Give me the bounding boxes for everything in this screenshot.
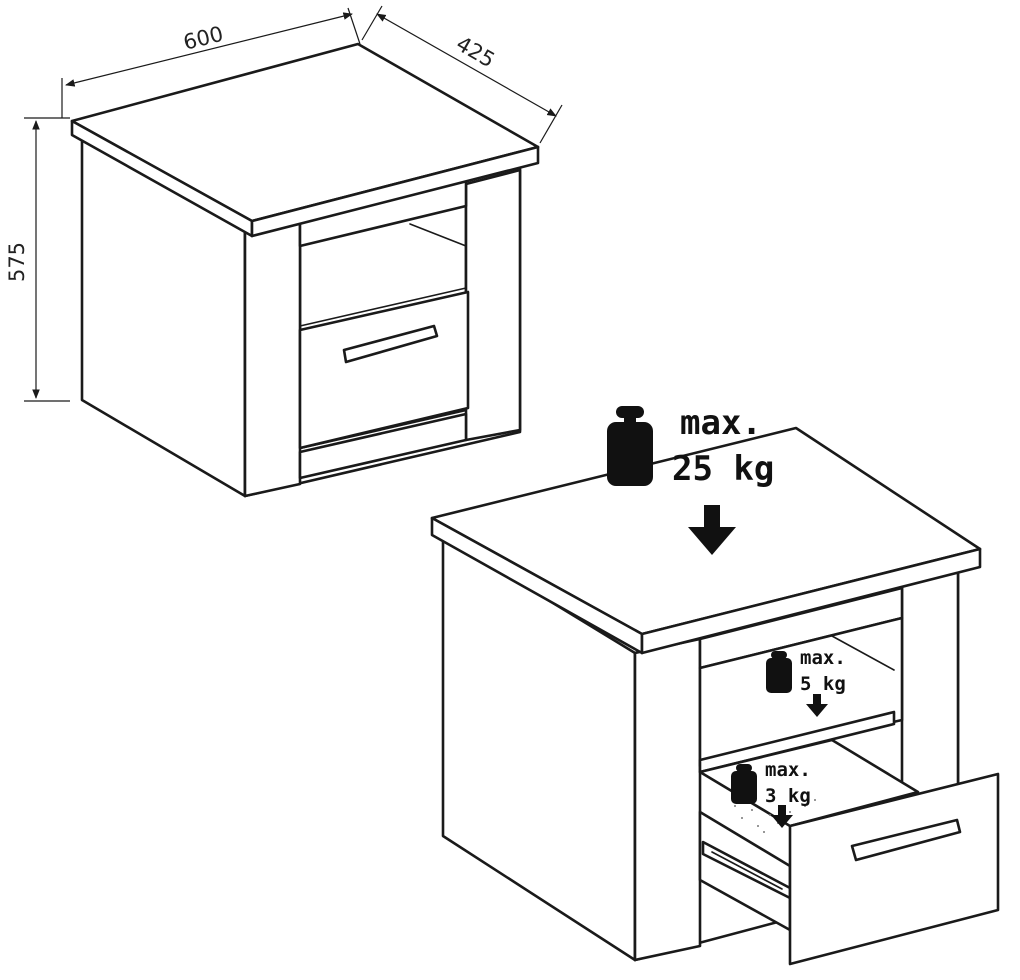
top-load-value-label: 25 kg bbox=[672, 449, 774, 489]
shelf-weight-icon bbox=[766, 651, 792, 693]
drawer-load-max-label: max. bbox=[765, 759, 811, 781]
open-drawer-handle bbox=[850, 818, 962, 862]
dimensioned-nightstand-view: 600 425 575 bbox=[5, 5, 563, 498]
tabletop bbox=[70, 42, 540, 238]
top-load-max-label: max. bbox=[680, 403, 762, 443]
drawer-down-arrow-icon bbox=[771, 805, 793, 828]
shelf-load-max-label: max. bbox=[800, 647, 846, 669]
shelf-down-arrow-icon bbox=[806, 694, 828, 717]
height-dimension: 575 bbox=[5, 117, 70, 402]
width-dimension-label: 600 bbox=[181, 22, 226, 55]
height-dimension-label: 575 bbox=[5, 242, 29, 282]
open-drawer bbox=[698, 738, 1000, 966]
drawer-load-value-label: 3 kg bbox=[765, 785, 811, 807]
top-down-arrow-icon bbox=[688, 505, 736, 555]
drawer-handle bbox=[342, 324, 439, 364]
drawer-load-indicator: max. 3 kg bbox=[731, 759, 811, 828]
drawer-bottom-texture bbox=[734, 799, 816, 833]
shelf-load-indicator: max. 5 kg bbox=[766, 647, 846, 717]
shelf-load-value-label: 5 kg bbox=[800, 673, 846, 695]
top-load-indicator: max. 25 kg bbox=[607, 403, 774, 555]
depth-dimension-label: 425 bbox=[452, 32, 499, 73]
top-weight-icon bbox=[607, 406, 653, 486]
drawer-weight-icon bbox=[731, 764, 757, 804]
load-limits-nightstand-view: max. 25 kg max. 5 kg bbox=[430, 403, 1000, 966]
drawer-front bbox=[298, 290, 470, 450]
